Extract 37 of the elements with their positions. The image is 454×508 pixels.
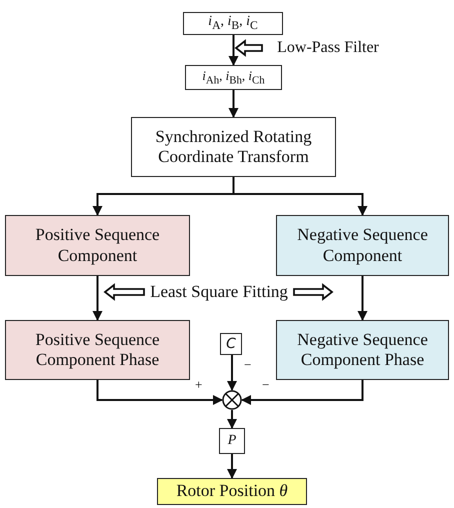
process-box bbox=[219, 428, 245, 454]
arrow bbox=[228, 35, 238, 66]
sign-label: + bbox=[195, 378, 202, 391]
arrow bbox=[92, 276, 102, 321]
box-text: C bbox=[225, 336, 237, 352]
process-box bbox=[276, 320, 449, 380]
arrow bbox=[227, 355, 237, 391]
arrow bbox=[96, 380, 223, 405]
arrow bbox=[227, 410, 237, 429]
box-text: P bbox=[226, 432, 238, 450]
arrow bbox=[241, 380, 364, 405]
block-arrow bbox=[234, 39, 263, 57]
process-box bbox=[185, 65, 282, 90]
arrow bbox=[358, 276, 368, 321]
box-text: Low-Pass Filter bbox=[276, 38, 380, 58]
block-arrow bbox=[293, 283, 334, 301]
process-box bbox=[5, 320, 190, 380]
process-box bbox=[276, 215, 449, 276]
box-text: Positive Sequence Component Phase bbox=[34, 330, 161, 370]
box-text: Negative Sequence Component Phase bbox=[296, 330, 429, 370]
box-text: i$_{A}$, i$_{B}$, i$_{C}$ bbox=[207, 14, 259, 33]
box-text: i$_{Ah}$, i$_{Bh}$, i$_{Ch}$ bbox=[201, 68, 266, 88]
process-box bbox=[220, 333, 242, 355]
arrow bbox=[227, 454, 237, 479]
sign-label: − bbox=[244, 358, 252, 371]
process-box bbox=[183, 12, 283, 35]
box-text: Positive Sequence Component bbox=[34, 225, 161, 266]
arrow bbox=[228, 90, 238, 118]
box-text: Least Square Fitting bbox=[149, 282, 289, 302]
process-box bbox=[5, 215, 190, 276]
process-box bbox=[131, 117, 336, 177]
sign-label: − bbox=[262, 378, 270, 391]
process-box bbox=[157, 478, 307, 505]
box-text: Rotor Position θ bbox=[175, 481, 289, 502]
box-text: Negative Sequence Component bbox=[296, 225, 429, 266]
box-text: Synchronized Rotating Coordinate Transform bbox=[154, 126, 313, 168]
block-arrow bbox=[104, 283, 145, 301]
